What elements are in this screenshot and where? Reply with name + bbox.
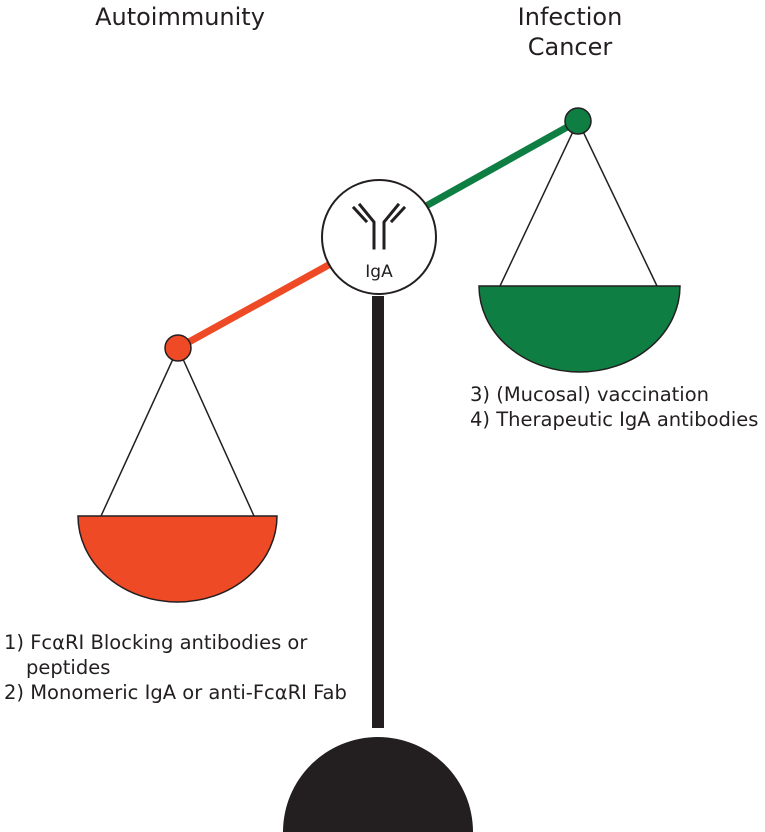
infection-cancer-title: Infection Cancer <box>490 2 650 62</box>
right-strategy-list: 3) (Mucosal) vaccination 4) Therapeutic … <box>470 382 760 432</box>
fulcrum-circle <box>321 179 437 295</box>
list-item: 3) (Mucosal) vaccination <box>470 383 709 406</box>
scale-pole <box>372 296 384 728</box>
left-strategy-list: 1) FcαRI Blocking antibodies or peptides… <box>4 630 364 705</box>
autoimmunity-title: Autoimmunity <box>95 3 265 31</box>
left-string-a <box>100 347 179 517</box>
beam-right <box>424 117 580 210</box>
scale-base <box>283 737 473 832</box>
left-pan <box>77 515 278 603</box>
right-pivot <box>564 107 592 135</box>
list-item: 1) FcαRI Blocking antibodies or <box>4 631 308 654</box>
right-string-b <box>577 120 658 287</box>
infection-title: Infection <box>517 3 623 31</box>
list-item: 2) Monomeric IgA or anti-FcαRI Fab <box>4 681 347 704</box>
fulcrum-label: IgA <box>365 262 393 282</box>
left-pivot <box>164 334 192 362</box>
left-string-b <box>177 347 255 517</box>
right-pan <box>478 285 681 373</box>
list-item: 4) Therapeutic IgA antibodies <box>470 408 759 431</box>
right-string-a <box>499 120 579 287</box>
cancer-title: Cancer <box>527 33 613 61</box>
list-item: peptides <box>26 656 111 679</box>
antibody-icon <box>351 202 407 250</box>
beam-left <box>176 258 336 352</box>
